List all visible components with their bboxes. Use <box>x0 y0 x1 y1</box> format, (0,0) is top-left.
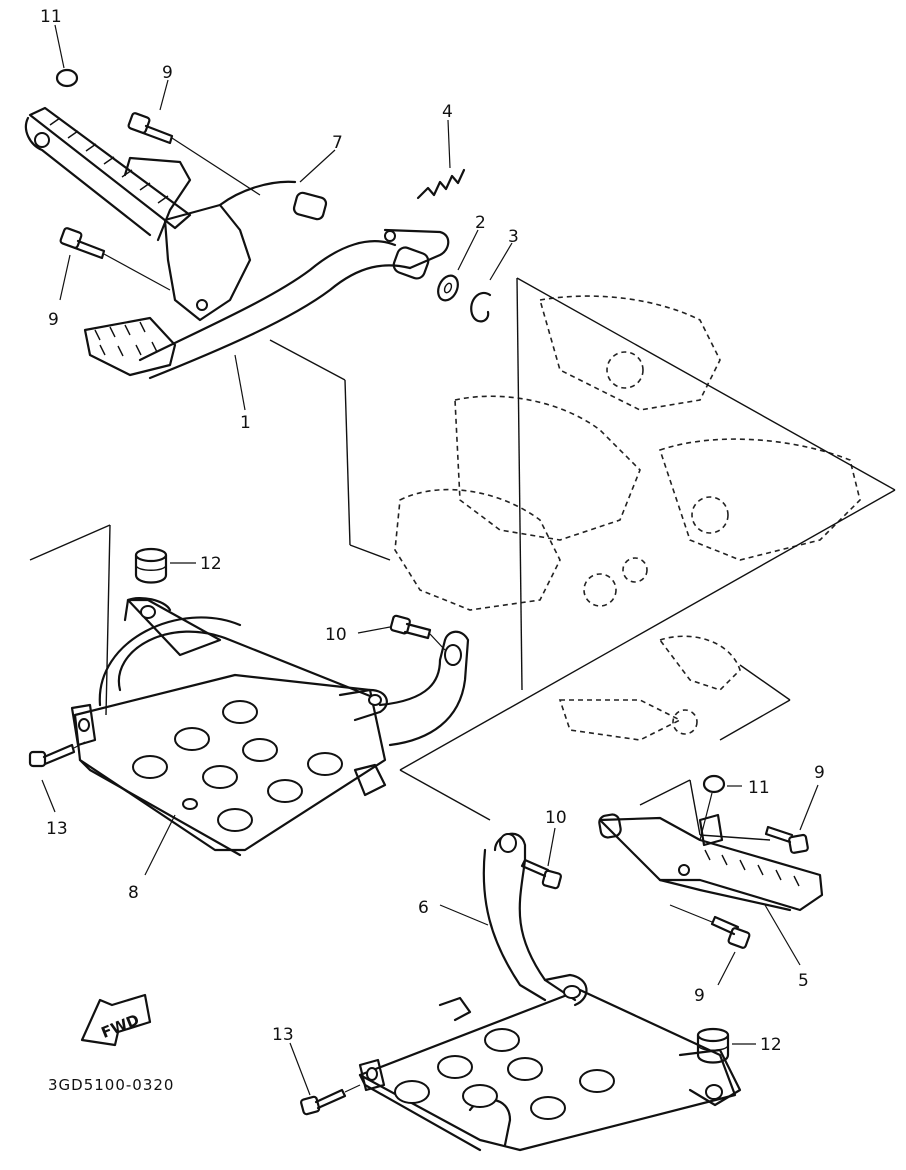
nut-11-top <box>54 24 79 88</box>
label-part-11-right: 11 <box>748 778 770 798</box>
washer-part <box>437 229 479 302</box>
label-part-10-upper: 10 <box>325 625 347 645</box>
forward-arrow-icon: FWD <box>80 993 152 1047</box>
bolt-9-right-lower <box>669 904 751 986</box>
label-part-6: 6 <box>418 898 429 918</box>
brake-pedal-assembly <box>24 106 328 322</box>
bolt-13-bottom <box>289 1042 361 1116</box>
label-part-5: 5 <box>798 971 809 991</box>
label-part-9-right-upper: 9 <box>814 763 825 783</box>
bolt-9-top-upper <box>127 79 261 196</box>
label-part-9-top-lower: 9 <box>48 310 59 330</box>
leader-6 <box>439 904 489 926</box>
leader-8 <box>144 814 176 876</box>
right-footrest <box>598 813 824 966</box>
label-part-11-top: 11 <box>40 7 62 27</box>
bolt-9-right-upper <box>764 784 819 854</box>
damper-12-left <box>134 547 196 584</box>
damper-12-right <box>696 1027 756 1064</box>
engine-frame-ghost <box>394 295 861 741</box>
label-part-12-right: 12 <box>760 1035 782 1055</box>
label-part-4: 4 <box>442 102 453 122</box>
label-part-2: 2 <box>475 213 486 233</box>
brake-pedal-arm <box>83 228 450 380</box>
label-part-7: 7 <box>332 133 343 153</box>
label-part-9-top-upper: 9 <box>162 63 173 83</box>
bolt-10-lower <box>520 827 562 890</box>
label-part-8: 8 <box>128 883 139 903</box>
spring-part <box>416 119 466 200</box>
label-part-3: 3 <box>508 227 519 247</box>
label-part-12-left: 12 <box>200 554 222 574</box>
circlip-part <box>470 242 513 323</box>
label-part-13-left: 13 <box>46 819 68 839</box>
nut-11-right <box>699 774 742 841</box>
fwd-label: FWD <box>99 1011 142 1042</box>
bolt-10-upper <box>357 614 446 651</box>
left-footrest-bracket <box>70 596 470 857</box>
label-part-9-right-lower: 9 <box>694 986 705 1006</box>
right-footrest-bracket <box>358 832 742 1152</box>
bolt-13-left <box>28 741 86 813</box>
bolt-9-top-lower <box>59 227 171 301</box>
leader-1 <box>234 354 246 411</box>
label-part-10-lower: 10 <box>545 808 567 828</box>
diagram-code: 3GD5100-0320 <box>48 1076 174 1094</box>
reference-lines <box>29 277 896 841</box>
label-part-13-bottom: 13 <box>272 1025 294 1045</box>
label-part-1: 1 <box>240 413 251 433</box>
leader-7 <box>299 149 336 183</box>
